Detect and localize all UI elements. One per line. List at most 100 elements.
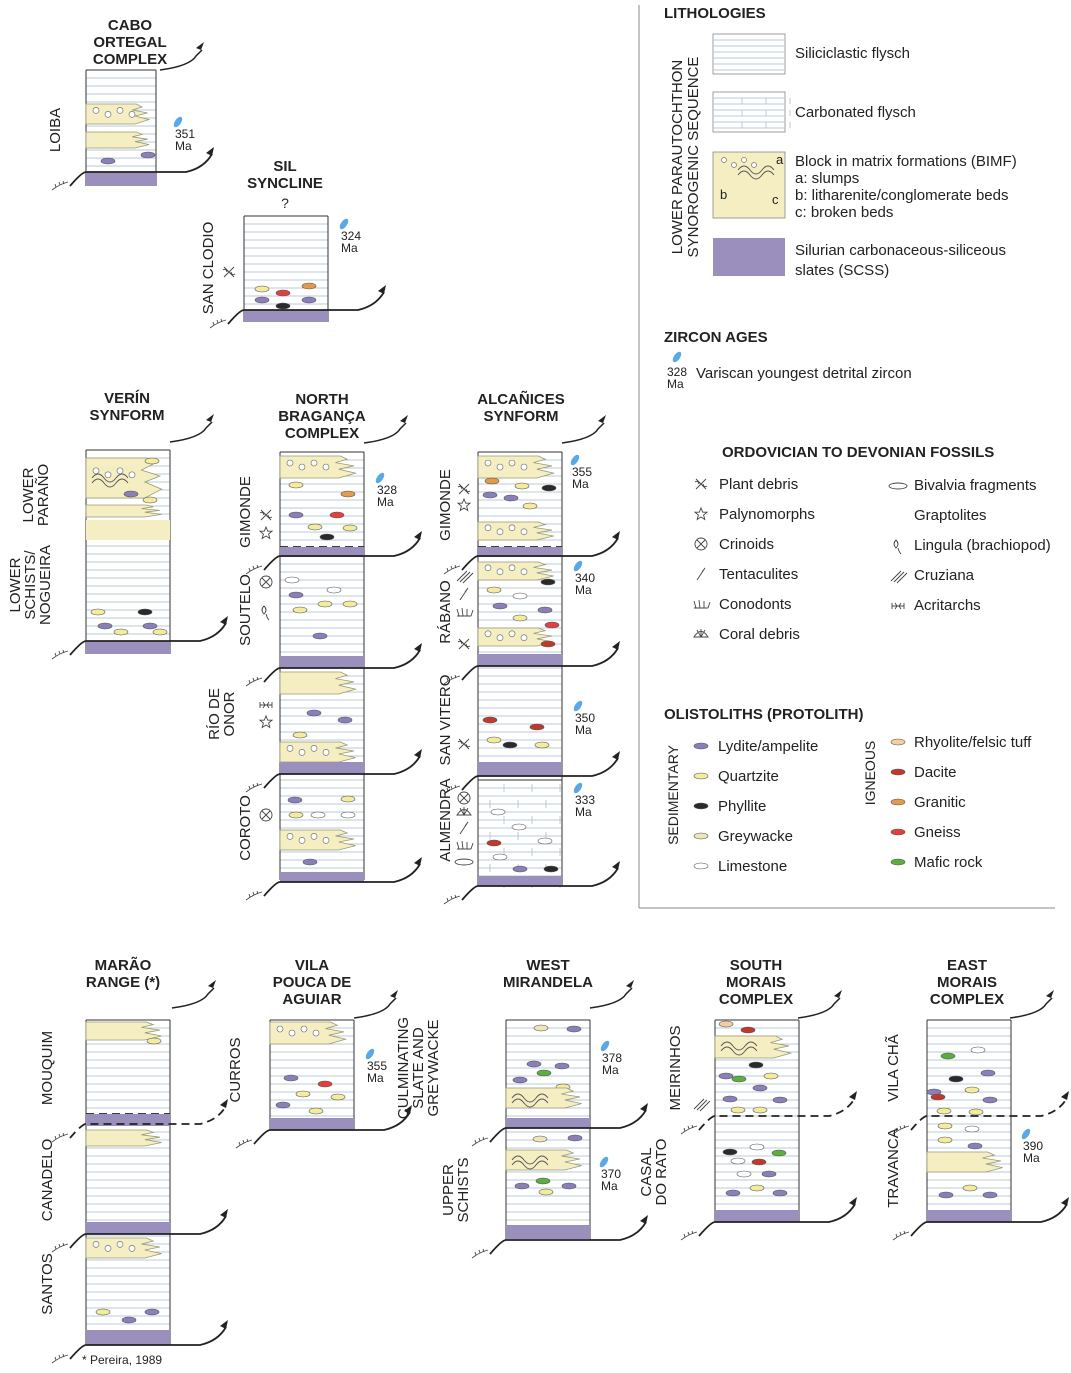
lydite-clast xyxy=(761,1170,777,1178)
tectonic-contact xyxy=(227,291,385,325)
section-name-line: CASAL xyxy=(638,1147,655,1196)
bimf-body xyxy=(85,504,162,518)
thrust-line xyxy=(159,49,203,71)
thrust-line xyxy=(169,421,213,443)
contact-arrowhead xyxy=(414,643,422,652)
bimf-body xyxy=(85,1021,162,1041)
bimf-body xyxy=(279,741,356,763)
mafic-clast xyxy=(771,1149,787,1157)
bimf-clast xyxy=(484,524,492,532)
lydite-clast xyxy=(482,491,498,499)
tectonic-contact xyxy=(69,622,227,656)
contact-arrowhead xyxy=(206,147,214,156)
phyllite-clast xyxy=(693,802,709,810)
section-name: ALMENDRA xyxy=(437,778,454,861)
lydite-clast xyxy=(967,1142,983,1150)
unit-title-line: NORTH xyxy=(295,391,348,408)
limestone-clast xyxy=(730,1157,746,1165)
bimf-clast xyxy=(721,157,727,163)
thrust-arrowhead xyxy=(400,415,408,423)
limestone-clast xyxy=(490,808,506,816)
conodont-shape xyxy=(693,599,711,609)
olistolith-label: Greywacke xyxy=(718,828,793,845)
zircon-icon xyxy=(600,1040,610,1052)
conodont-shape xyxy=(456,607,474,617)
slump-fold xyxy=(91,473,129,488)
bimf-body xyxy=(279,455,358,479)
cruziana-icon xyxy=(456,570,474,584)
graptolite-icon xyxy=(443,564,461,575)
phyllite-clast xyxy=(319,533,335,541)
zircon-age-value: 351 xyxy=(175,127,195,141)
tectonic-contact xyxy=(263,863,421,897)
zircon-icon xyxy=(570,454,580,466)
tectonic-contact xyxy=(910,1203,1068,1237)
contact-arrowhead xyxy=(404,1105,412,1114)
contact-arrowhead xyxy=(640,1215,648,1224)
dacite-clast xyxy=(486,839,502,847)
lydite-clast xyxy=(337,716,353,724)
section-name-line: SCHISTS/ xyxy=(22,550,39,620)
lydite-clast xyxy=(121,1316,137,1324)
bivalve-icon xyxy=(888,482,908,490)
quartzite-clast xyxy=(308,1107,324,1115)
bimf-clast xyxy=(288,1029,296,1037)
bimf-clast xyxy=(496,528,504,536)
tectonic-contact xyxy=(461,647,619,681)
lydite-clast xyxy=(554,1062,570,1070)
plant-icon xyxy=(457,638,471,650)
zircon-legend-text: Variscan youngest detrital zircon xyxy=(696,365,912,382)
greywacke-clast xyxy=(693,832,709,840)
graptolite-icon xyxy=(51,1242,69,1253)
contact-arrowhead xyxy=(378,285,386,294)
limestone-clast xyxy=(310,811,326,819)
plant-debris-shape xyxy=(457,483,471,495)
thrust-arrowhead xyxy=(834,990,842,998)
graptolite-icon xyxy=(471,1136,489,1147)
quartzite-clast xyxy=(330,1093,346,1101)
section-name-line: LOWER xyxy=(7,557,24,612)
crinoid-arms xyxy=(696,539,706,549)
limestone-clast xyxy=(492,853,508,861)
graptolite-icon xyxy=(0,0,8,4)
bimf-clast xyxy=(92,1241,100,1248)
fossil-label: Plant debris xyxy=(719,476,798,493)
bimf-body xyxy=(279,829,356,851)
olistolith-label: Quartzite xyxy=(718,768,779,785)
limestone-clast xyxy=(511,823,527,831)
zircon-age-value: 324 xyxy=(341,229,361,243)
section-name: SAN CLODIO xyxy=(200,222,217,315)
cruziana-shape xyxy=(693,1098,711,1112)
tectonic-contact xyxy=(263,755,421,789)
coral-shape xyxy=(693,629,709,638)
bimf-clast xyxy=(508,459,516,467)
quartzite-clast xyxy=(693,772,709,780)
olistolith-label: Phyllite xyxy=(718,798,766,815)
unit-title-line: SYNCLINE xyxy=(247,175,323,192)
tentaculites-shape xyxy=(696,567,706,581)
thrust-arrowhead xyxy=(206,414,214,422)
contact-arrowhead xyxy=(612,861,620,870)
bimf-clast xyxy=(128,471,136,479)
lydite-clast xyxy=(288,591,304,599)
zircon-age-unit: Ma xyxy=(175,139,192,153)
plant-icon xyxy=(222,266,236,278)
section-name: CURROS xyxy=(227,1037,244,1102)
plant-debris-shape xyxy=(457,638,471,650)
plant-debris-shape xyxy=(259,509,273,521)
bimf-clast xyxy=(92,467,100,475)
quartzite-clast xyxy=(514,482,530,490)
rhyolite-clast xyxy=(718,1020,734,1028)
coral-icon xyxy=(693,629,709,638)
quartzite-clast xyxy=(317,600,333,608)
lydite-clast xyxy=(772,1096,788,1104)
graptolite-icon xyxy=(680,1230,698,1241)
scss-band xyxy=(244,310,328,322)
contact-arrowhead xyxy=(640,1103,648,1112)
unit-title-line: SIL xyxy=(273,158,296,175)
sequence-label: SYNOROGENIC SEQUENCE xyxy=(685,57,702,258)
gneiss-clast xyxy=(890,828,906,836)
contact-arrowhead xyxy=(849,1091,857,1100)
greywacke-clast xyxy=(532,1135,548,1143)
graptolite-icon xyxy=(680,1124,698,1135)
